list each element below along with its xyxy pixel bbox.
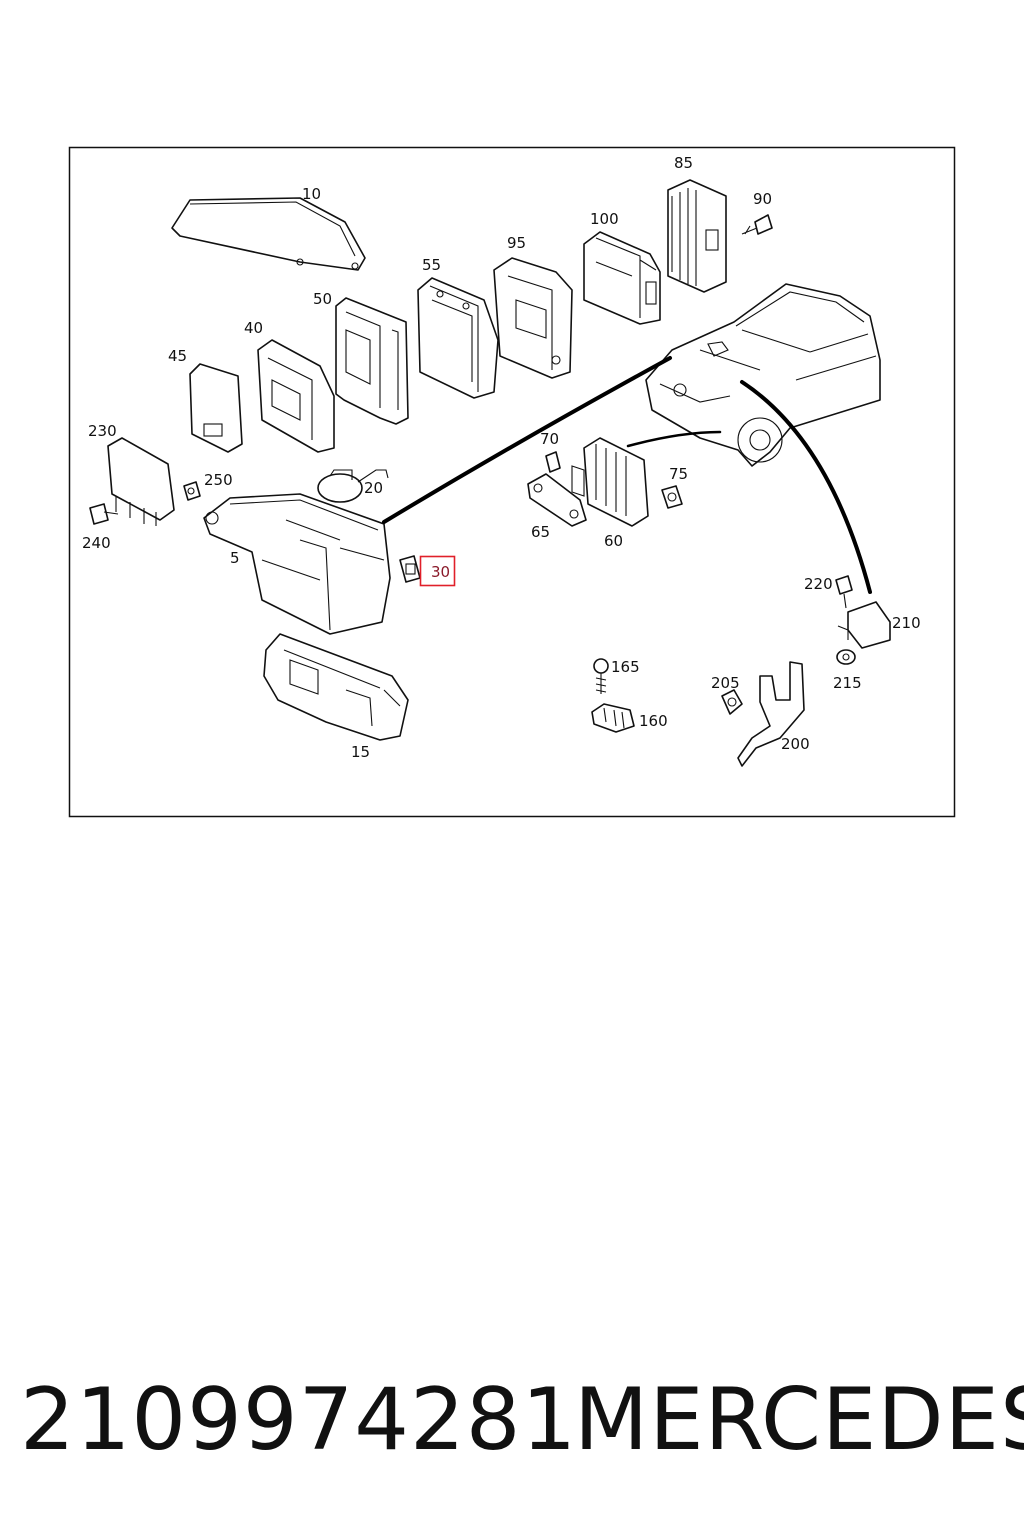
callout-70: 70 [540,430,559,448]
part-50-bracket [335,297,409,425]
callout-5: 5 [230,549,240,567]
part-210-module [837,601,891,649]
caption: 2109974281 MERCEDES [0,1365,1024,1475]
part-10-cover [171,197,366,271]
callout-45: 45 [168,347,187,365]
part-70-nut [545,451,561,473]
part-15-tray [263,633,409,741]
part-5-box [203,493,391,635]
leader-line-60 [626,430,722,448]
callout-165: 165 [611,658,640,676]
callout-85: 85 [674,154,693,172]
part-55-module [417,277,499,399]
part-45-module [189,363,243,453]
part-number: 2109974281 [20,1370,578,1470]
callout-55: 55 [422,256,441,274]
part-215-nut [836,649,856,665]
part-250-nut [183,481,201,501]
diagram-frame [68,146,956,818]
callout-10: 10 [302,185,321,203]
callout-50: 50 [313,290,332,308]
part-240-bolt [89,503,119,525]
callout-160: 160 [639,712,668,730]
callout-20: 20 [364,479,383,497]
part-30-clip [399,555,421,583]
part-65-plate [527,473,587,527]
brand-name: MERCEDES [574,1370,1024,1470]
callout-220: 220 [804,575,833,593]
part-220-bolt [835,575,853,609]
callout-210: 210 [892,614,921,632]
part-160-clip [591,703,635,733]
callout-60: 60 [604,532,623,550]
part-230-module [107,437,175,526]
callout-200: 200 [781,735,810,753]
callout-40: 40 [244,319,263,337]
parts-diagram: 10 85 90 100 95 55 50 40 45 230 250 20 2… [68,146,956,818]
callout-205: 205 [711,674,740,692]
part-90-screw [741,214,773,235]
callout-30-highlight [419,555,456,587]
part-165-screw [593,658,609,694]
part-20-sensor [317,469,389,503]
leader-line-210 [740,380,872,594]
part-75-nut [661,485,683,509]
car-illustration [645,283,881,467]
part-60-module [571,437,649,527]
callout-75: 75 [669,465,688,483]
part-100-module [583,231,661,325]
callout-240: 240 [82,534,111,552]
callout-230: 230 [88,422,117,440]
part-85-module [667,179,727,293]
part-95-module [493,257,573,379]
part-200-bracket [737,661,805,767]
part-40-bracket [257,339,335,453]
callout-15: 15 [351,743,370,761]
leader-line-5 [382,356,672,524]
callout-30: 30 [431,563,450,581]
callout-95: 95 [507,234,526,252]
part-205-nut [721,689,743,715]
callout-215: 215 [833,674,862,692]
callout-100: 100 [590,210,619,228]
callout-65: 65 [531,523,550,541]
callout-250: 250 [204,471,233,489]
callout-90: 90 [753,190,772,208]
